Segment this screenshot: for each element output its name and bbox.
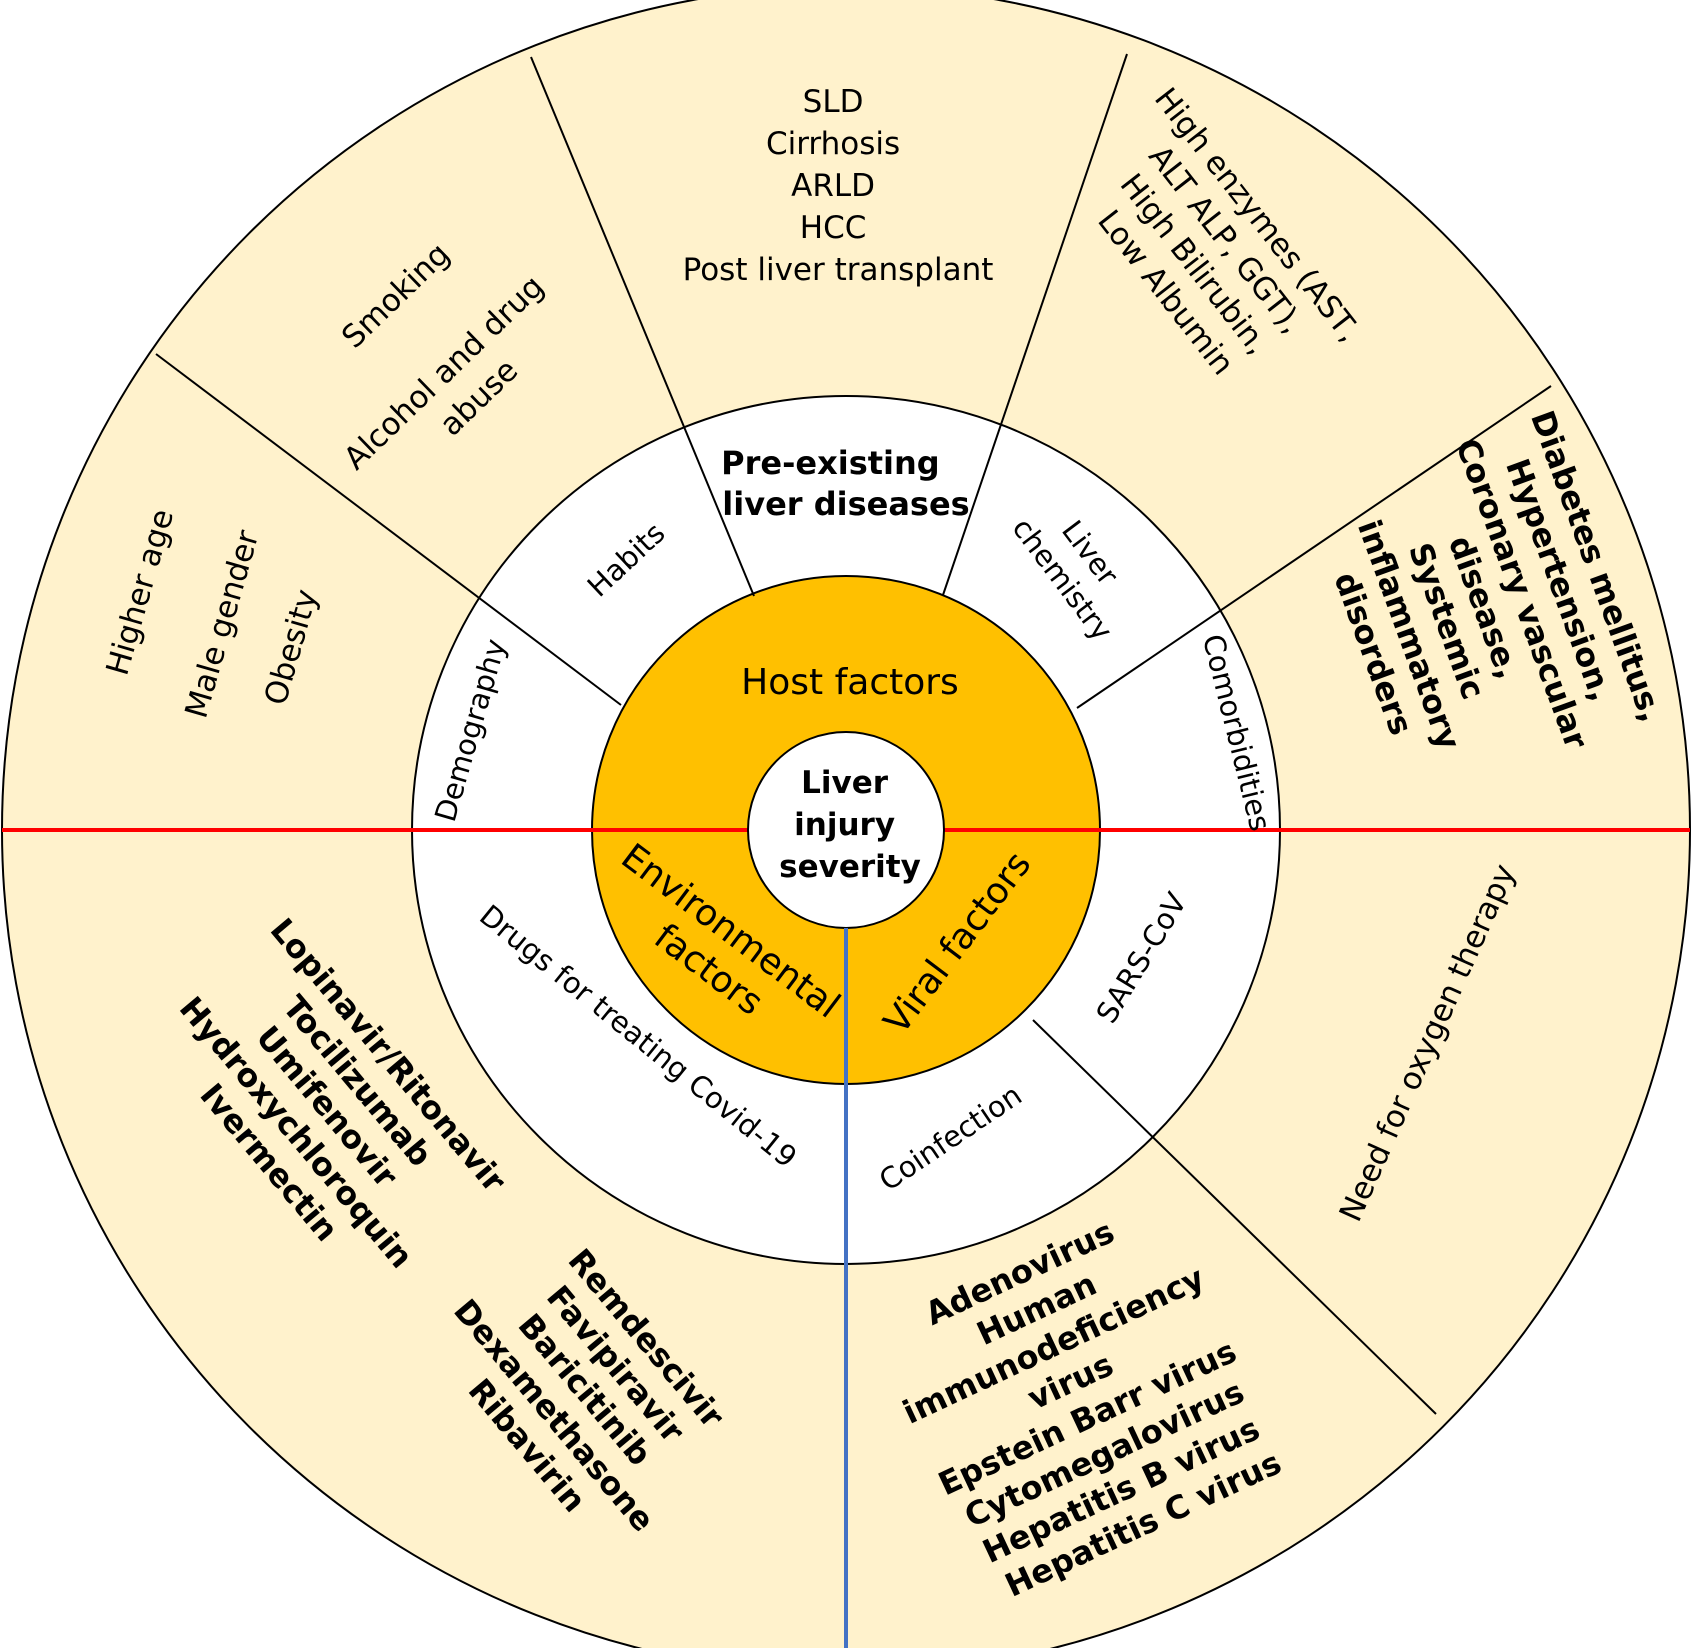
divider-demography-habits (155, 353, 622, 706)
divider-habits-preexisting (530, 56, 755, 597)
comorbidities-details: Diabetes mellitus, Hypertension, Coronar… (1298, 406, 1675, 820)
coinfection-details: Adenovirus Human immunodeficiency virus … (863, 1181, 1305, 1612)
divider-preexisting-chemistry (942, 53, 1128, 596)
sector-dividers (155, 53, 1552, 1415)
preexisting-details: SLD Cirrhosis ARLD HCC Post liver transp… (683, 84, 994, 288)
preexisting-label: Pre-existing liver diseases (721, 444, 970, 523)
host-factors-label: Host factors (741, 662, 959, 703)
divider-chemistry-comorbidities (1076, 385, 1552, 709)
center-title: Liver injury severity (779, 765, 921, 885)
divider-sars-coinfection (1032, 1019, 1437, 1415)
